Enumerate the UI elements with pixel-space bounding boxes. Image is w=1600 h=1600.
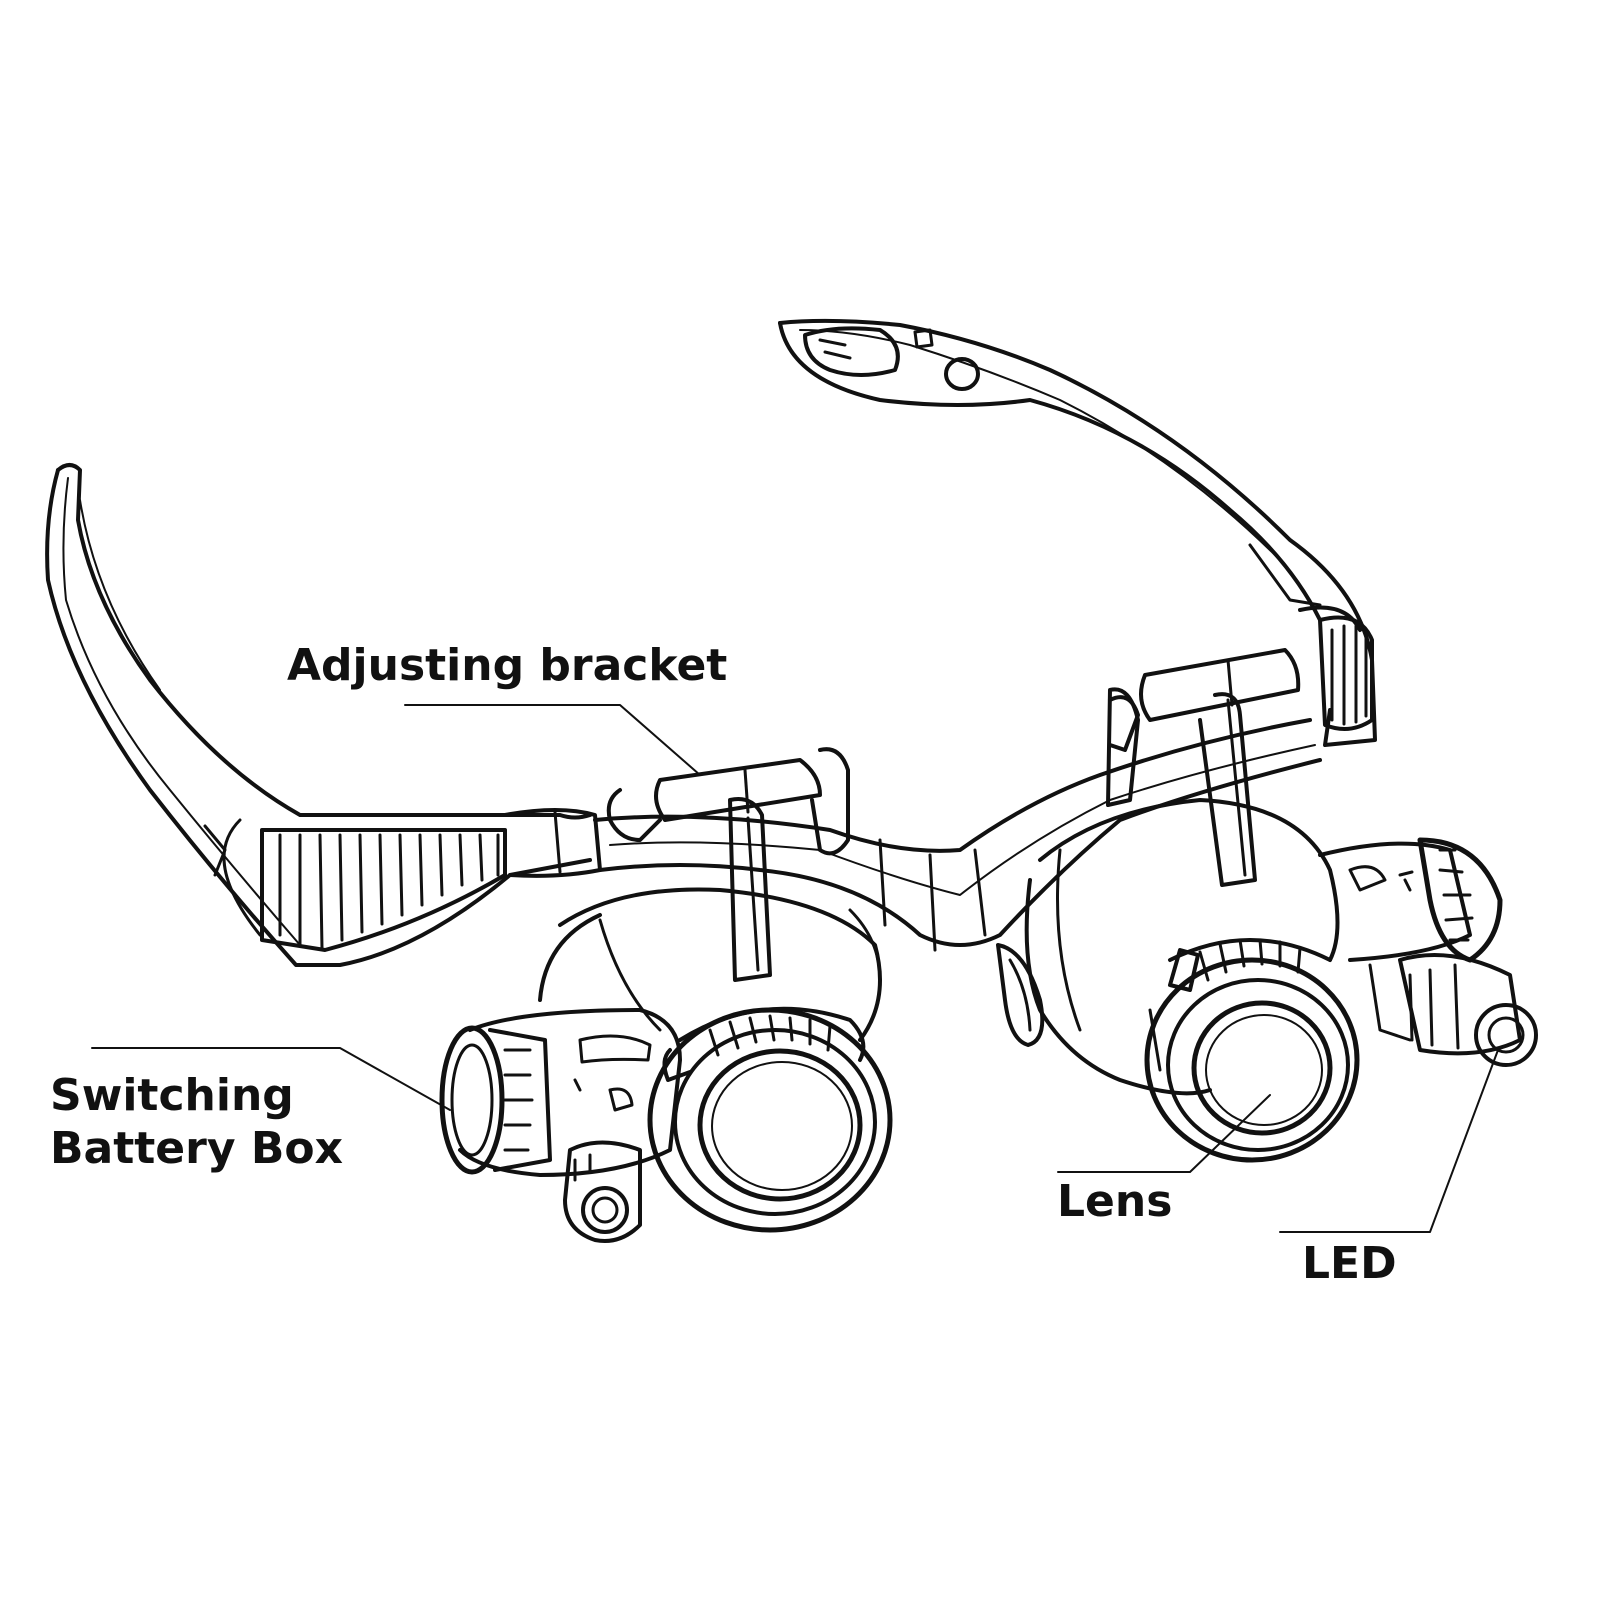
adjusting-bracket-right (1106, 648, 1301, 887)
leader-lines (91, 704, 1499, 1233)
left-loupe (538, 887, 893, 1233)
right-temple-arm (778, 318, 1377, 747)
label-led: LED (1302, 1238, 1397, 1289)
label-adjusting-bracket: Adjusting bracket (287, 640, 728, 691)
label-switching-battery-box: Switching Battery Box (50, 1070, 343, 1176)
right-loupe (1024, 798, 1360, 1163)
label-switching-line2: Battery Box (50, 1122, 343, 1174)
front-frame (593, 718, 1322, 1047)
label-switching-line1: Switching (50, 1070, 294, 1121)
right-battery-box (1318, 837, 1538, 1067)
label-lens: Lens (1057, 1176, 1173, 1227)
left-temple-arm (45, 463, 602, 967)
switching-battery-box (439, 1008, 682, 1243)
